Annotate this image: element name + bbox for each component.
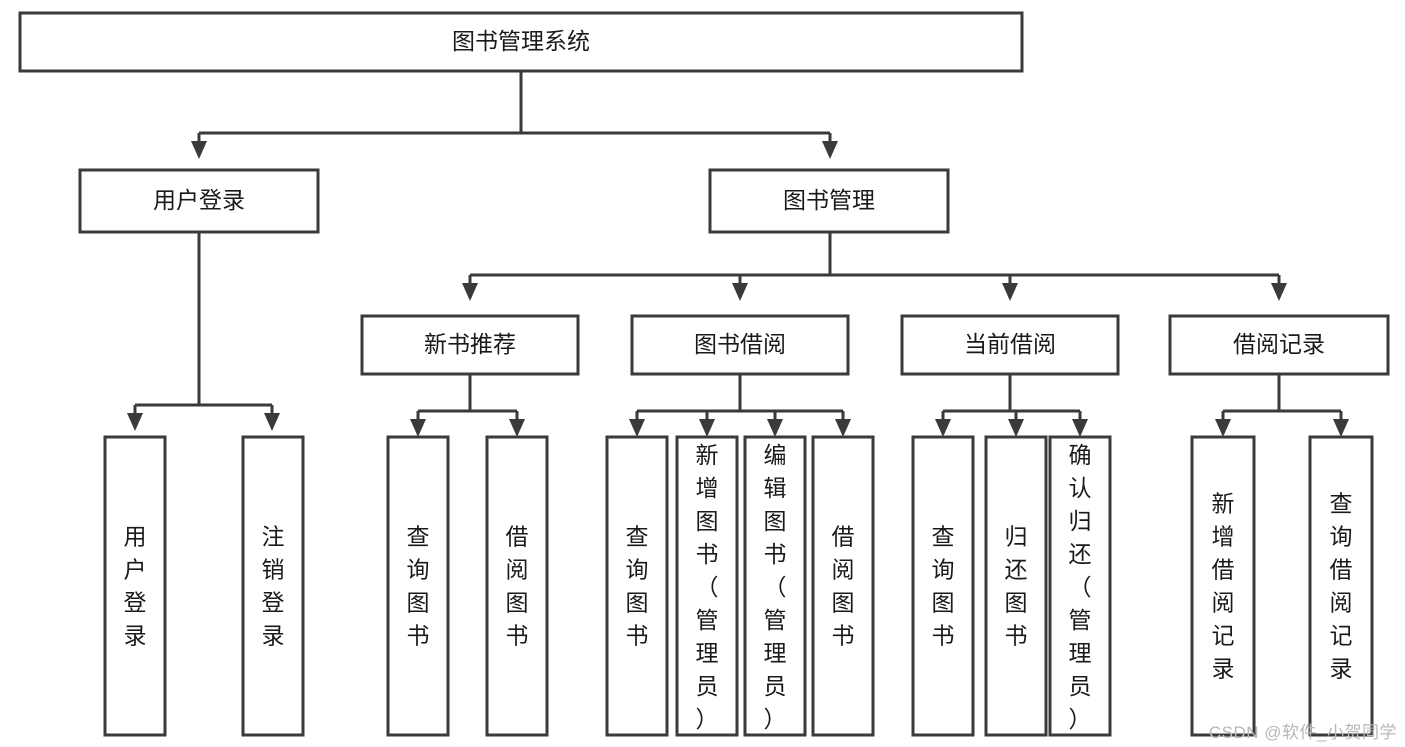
node-label: 用户登录: [153, 187, 245, 213]
connector-book-manage-split: [462, 232, 1287, 301]
node-layer: 图书管理系统用户登录图书管理新书推荐图书借阅当前借阅借阅记录用户登录注销登录查询…: [18, 11, 1390, 737]
node-label: 查询图书: [407, 524, 430, 649]
node-leaf-user-login[interactable]: 用户登录: [103, 435, 167, 737]
node-label: 新书推荐: [424, 331, 516, 357]
node-label: 当前借阅: [964, 331, 1056, 357]
node-leaf-borrow-book-1[interactable]: 借阅图书: [485, 435, 549, 737]
node-user-login[interactable]: 用户登录: [78, 168, 320, 234]
connector-root-split: [191, 71, 838, 159]
node-label: 查询借阅记录: [1330, 491, 1353, 682]
node-label: 图书管理: [783, 187, 875, 213]
node-label: 查询图书: [626, 524, 649, 649]
connector-user-login-split: [127, 232, 280, 431]
node-book-manage[interactable]: 图书管理: [708, 168, 950, 234]
connector-record-split: [1215, 374, 1349, 437]
node-label: 借阅图书: [506, 524, 529, 649]
node-label: 借阅图书: [832, 524, 855, 649]
node-new-book-rec[interactable]: 新书推荐: [360, 314, 580, 376]
node-borrow-record[interactable]: 借阅记录: [1168, 314, 1390, 376]
node-leaf-confirm-return[interactable]: 确认归还（管理员）: [1048, 435, 1112, 737]
node-label: 新增借阅记录: [1212, 491, 1235, 682]
node-label: 图书管理系统: [452, 28, 590, 54]
node-leaf-edit-book[interactable]: 编辑图书（管理员）: [743, 435, 807, 737]
node-leaf-query-book-3[interactable]: 查询图书: [911, 435, 975, 737]
node-leaf-logout[interactable]: 注销登录: [241, 435, 305, 737]
node-label: 用户登录: [124, 524, 147, 649]
node-leaf-query-record[interactable]: 查询借阅记录: [1308, 435, 1374, 737]
node-label: 借阅记录: [1233, 331, 1325, 357]
connector-book-borrow-split: [629, 374, 851, 437]
node-label: 编辑图书（管理员）: [764, 442, 787, 732]
node-label: 确认归还（管理员）: [1069, 442, 1092, 732]
connector-layer: [127, 71, 1349, 437]
node-label: 图书借阅: [694, 331, 786, 357]
watermark-label: CSDN @软件_小贺同学: [1208, 723, 1397, 742]
node-leaf-add-record[interactable]: 新增借阅记录: [1190, 435, 1256, 737]
node-leaf-borrow-book-2[interactable]: 借阅图书: [811, 435, 875, 737]
node-book-borrow[interactable]: 图书借阅: [630, 314, 850, 376]
node-root[interactable]: 图书管理系统: [18, 11, 1024, 73]
connector-current-split: [935, 374, 1088, 437]
node-label: 注销登录: [262, 524, 285, 649]
node-current-borrow[interactable]: 当前借阅: [900, 314, 1120, 376]
node-label: 新增图书（管理员）: [696, 442, 719, 732]
node-leaf-add-book[interactable]: 新增图书（管理员）: [675, 435, 739, 737]
node-label: 查询图书: [932, 524, 955, 649]
node-leaf-query-book-1[interactable]: 查询图书: [386, 435, 450, 737]
node-leaf-return-book[interactable]: 归还图书: [984, 435, 1048, 737]
node-leaf-query-book-2[interactable]: 查询图书: [605, 435, 669, 737]
connector-new-book-rec-split: [410, 374, 525, 437]
node-label: 归还图书: [1005, 524, 1028, 649]
